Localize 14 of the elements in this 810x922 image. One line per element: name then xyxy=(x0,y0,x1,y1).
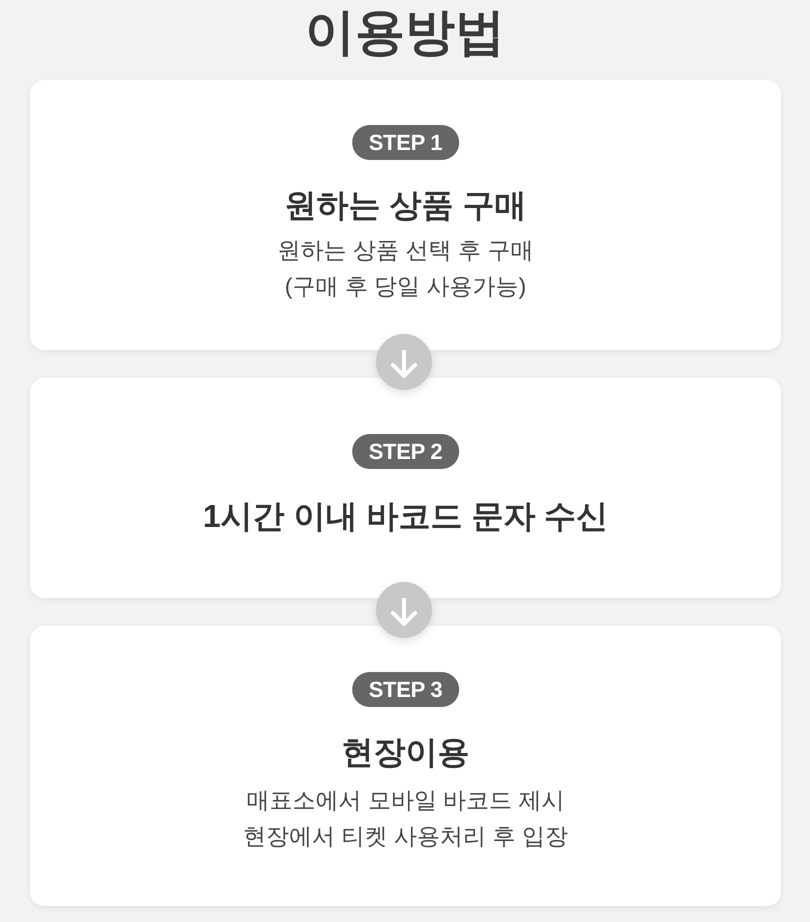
step-card xyxy=(30,80,781,350)
step-badge: STEP 3 xyxy=(352,672,460,707)
step-badge: STEP 2 xyxy=(352,434,460,469)
step-description: 원하는 상품 선택 후 구매 (구매 후 당일 사용가능) xyxy=(276,236,534,301)
page-title: 이용방법 xyxy=(305,4,505,60)
step-title: 1시간 이내 바코드 문자 수신 xyxy=(202,497,608,536)
arrow xyxy=(391,598,417,626)
step-badge: STEP 1 xyxy=(352,125,460,160)
step-card xyxy=(30,378,781,598)
step-description: 매표소에서 모바일 바코드 제시 현장에서 티켓 사용처리 후 입장 xyxy=(242,786,569,851)
step-title: 원하는 상품 구매 xyxy=(284,186,526,225)
step-title: 현장이용 xyxy=(342,733,470,772)
arrow xyxy=(391,350,417,378)
step-card xyxy=(30,626,781,906)
